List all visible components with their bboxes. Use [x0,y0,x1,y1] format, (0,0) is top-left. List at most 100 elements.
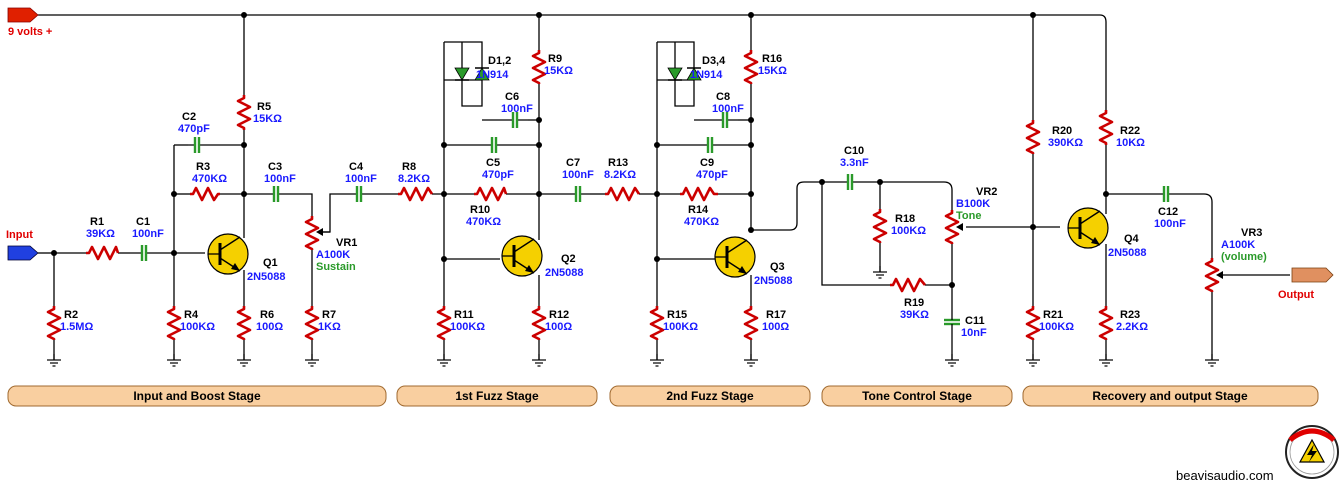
value-vr3: A100K [1221,239,1255,251]
label-d34: D3,4 [702,55,726,67]
function-vr2: Tone [956,210,981,222]
resistor-r2 [46,306,62,341]
resistor-r19 [890,277,926,293]
resistor-r13 [605,186,641,202]
resistor-r8 [398,186,434,202]
value-r12: 100Ω [545,321,572,333]
pot-vr2 [944,210,963,245]
ground-icon [1099,354,1113,367]
label-d12: D1,2 [488,55,511,67]
value-r17: 100Ω [762,321,789,333]
capacitor-c10 [837,174,863,190]
stage-labels: Input and Boost Stage 1st Fuzz Stage 2nd… [7,385,1319,407]
label-r21: R21 [1043,309,1063,321]
capacitors [130,112,1180,330]
component-labels: R139KΩR21.5MΩR3470KΩR4100KΩR515KΩR6100ΩR… [60,53,1267,339]
resistor-r22 [1098,110,1114,145]
capacitor-c11 [944,314,960,330]
diodes [454,67,702,81]
value-r21: 100KΩ [1039,321,1074,333]
value-r2: 1.5MΩ [60,321,93,333]
ground-icon [1205,354,1219,367]
beavis-logo [1285,425,1339,479]
value-q2: 2N5088 [545,267,584,279]
function-vr3: (volume) [1221,251,1267,263]
value-r15: 100KΩ [663,321,698,333]
label-r19: R19 [904,297,924,309]
label-r2: R2 [64,309,78,321]
value-vr2: B100K [956,198,990,210]
resistor-r10 [474,186,508,202]
label-c9: C9 [700,157,714,169]
label-q3: Q3 [770,261,785,273]
value-r13: 8.2KΩ [604,169,636,181]
resistor-r18 [872,209,888,244]
value-c9: 470pF [696,169,728,181]
resistor-r11 [436,306,452,341]
label-r4: R4 [184,309,199,321]
value-c2: 470pF [178,123,210,135]
ground-icon [873,266,887,279]
value-r8: 8.2KΩ [398,173,430,185]
value-r6: 100Ω [256,321,283,333]
ground-icon [532,354,546,367]
label-c3: C3 [268,161,282,173]
ground-icon [47,354,61,367]
value-c8: 100nF [712,103,744,115]
label-r20: R20 [1052,125,1072,137]
value-r9: 15KΩ [544,65,573,77]
resistor-r23 [1098,306,1114,341]
value-d12: 1N914 [476,69,509,81]
resistor-r14 [680,186,718,202]
label-c4: C4 [349,161,364,173]
ground-icon [305,354,319,367]
label-vr2: VR2 [976,186,997,198]
label-r13: R13 [608,157,628,169]
resistor-r21 [1025,306,1041,341]
value-c12: 100nF [1154,218,1186,230]
capacitor-c2 [188,137,205,153]
label-c5: C5 [486,157,500,169]
transistors [207,207,1109,278]
label-r23: R23 [1120,309,1140,321]
ground-icon [167,354,181,367]
capacitor-c1 [130,245,158,261]
value-c5: 470pF [482,169,514,181]
value-vr1: A100K [316,249,350,261]
value-r7: 1KΩ [318,321,341,333]
label-r16: R16 [762,53,782,65]
value-c7: 100nF [562,169,594,181]
value-r1: 39KΩ [86,228,115,240]
label-r10: R10 [470,204,490,216]
output-jack[interactable] [1291,267,1334,283]
label-r18: R18 [895,213,915,225]
value-r4: 100KΩ [180,321,215,333]
stage-label-1: Input and Boost Stage [133,389,261,403]
label-c10: C10 [844,145,864,157]
ground-icon [945,354,959,367]
capacitor-c9 [697,137,722,153]
value-c10: 3.3nF [840,157,869,169]
label-r14: R14 [688,204,709,216]
capacitor-c4 [345,186,373,202]
resistor-r5 [236,95,252,130]
value-r5: 15KΩ [253,113,282,125]
ground-icon [237,354,251,367]
junctions [51,12,1109,288]
resistor-r3 [190,186,220,202]
value-r11: 100KΩ [450,321,485,333]
input-jack[interactable] [7,245,54,261]
stage-label-4: Tone Control Stage [862,389,972,403]
value-c11: 10nF [961,327,987,339]
capacitor-c5 [482,137,506,153]
resistors [46,50,1114,341]
label-r11: R11 [454,309,474,321]
label-r5: R5 [257,101,271,113]
potentiometers [304,210,1223,293]
capacitor-c7 [565,186,590,202]
supply-label: 9 volts + [8,26,52,38]
transistor-q3 [714,236,756,278]
transistor-q1 [207,233,249,275]
